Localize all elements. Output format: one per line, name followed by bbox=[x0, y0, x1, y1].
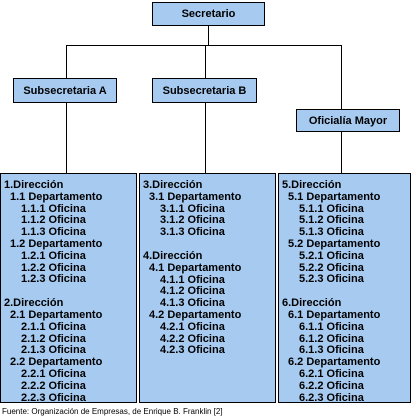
subsecretaria-a-node: Subsecretaria A bbox=[13, 78, 117, 103]
direccion-entry: 5.Dirección bbox=[282, 179, 342, 191]
oficina-entry: 2.1.3 Oficina bbox=[21, 344, 86, 357]
oficina-entry: 6.1.1 Oficina bbox=[299, 320, 364, 333]
departamento-entry: 1.2 Departamento bbox=[10, 237, 103, 250]
oficina-entry: 2.2.3 Oficina bbox=[21, 391, 86, 404]
oficina-entry: 4.2.3 Oficina bbox=[160, 344, 225, 357]
oficina-entry: 6.1.2 Oficina bbox=[299, 332, 364, 345]
departamento-entry: 2.2 Departamento bbox=[10, 356, 103, 369]
oficialia-mayor-node: Oficialía Mayor bbox=[296, 109, 400, 132]
departamento-entry: 4.2 Departamento bbox=[149, 308, 242, 321]
connector-to-oficialia-mayor bbox=[341, 45, 342, 109]
direccion-entry: 6.Dirección bbox=[282, 297, 342, 310]
connector-a-to-column bbox=[66, 103, 67, 173]
departamento-entry: 6.1 Departamento bbox=[288, 308, 381, 321]
oficina-entry: 4.2.2 Oficina bbox=[160, 332, 225, 345]
departamento-entry: 4.1 Departamento bbox=[149, 261, 242, 274]
oficina-entry: 1.1.1 Oficina bbox=[21, 202, 86, 215]
oficina-entry: 5.1.2 Oficina bbox=[299, 214, 364, 227]
oficina-entry: 1.1.2 Oficina bbox=[21, 214, 86, 227]
oficina-entry: 3.1.2 Oficina bbox=[160, 214, 225, 227]
connector-b-to-column bbox=[205, 103, 206, 173]
oficialia-mayor-label: Oficialía Mayor bbox=[308, 114, 388, 127]
oficina-entry: 5.1.3 Oficina bbox=[299, 226, 364, 239]
departamento-entry: 3.1 Departamento bbox=[149, 190, 242, 203]
secretario-label: Secretario bbox=[181, 8, 236, 20]
oficina-entry: 1.2.1 Oficina bbox=[21, 249, 86, 262]
subsecretaria-a-label: Subsecretaria A bbox=[23, 84, 107, 97]
oficina-entry: 6.2.3 Oficina bbox=[299, 391, 364, 404]
oficina-entry: 4.1.2 Oficina bbox=[160, 285, 225, 298]
oficina-entry: 4.1.3 Oficina bbox=[160, 297, 225, 310]
oficina-entry: 6.2.2 Oficina bbox=[299, 379, 364, 392]
oficina-entry: 5.2.3 Oficina bbox=[299, 273, 364, 286]
departamento-entry: 5.1 Departamento bbox=[288, 190, 381, 203]
oficina-entry: 3.1.3 Oficina bbox=[160, 226, 225, 239]
oficina-entry: 4.1.1 Oficina bbox=[160, 273, 225, 286]
subsecretaria-b-label: Subsecretaria B bbox=[162, 84, 247, 97]
connector-to-subsecretaria-a bbox=[66, 45, 67, 78]
source-footnote: Fuente: Organización de Empresas, de Enr… bbox=[2, 407, 223, 416]
oficina-entry: 5.2.1 Oficina bbox=[299, 249, 364, 262]
connector-oficialia-to-column bbox=[341, 132, 342, 173]
departamento-entry: 5.2 Departamento bbox=[288, 237, 381, 250]
oficina-entry: 3.1.1 Oficina bbox=[160, 202, 225, 215]
direccion-entry: 3.Dirección bbox=[143, 179, 203, 191]
direccion-entry: 1.Dirección bbox=[4, 179, 64, 191]
departamento-entry: 2.1 Departamento bbox=[10, 308, 103, 321]
departamento-entry: 6.2 Departamento bbox=[288, 356, 381, 369]
direccion-entry: 2.Dirección bbox=[4, 297, 64, 310]
oficina-entry: 1.2.3 Oficina bbox=[21, 273, 86, 286]
oficina-entry: 2.2.1 Oficina bbox=[21, 367, 86, 380]
subsecretaria-b-node: Subsecretaria B bbox=[152, 78, 257, 103]
oficina-entry: 2.2.2 Oficina bbox=[21, 379, 86, 392]
oficina-entry: 2.1.1 Oficina bbox=[21, 320, 86, 333]
connector-horizontal-bus bbox=[66, 45, 341, 46]
secretario-node: Secretario bbox=[152, 2, 265, 26]
oficina-entry: 5.1.1 Oficina bbox=[299, 202, 364, 215]
oficina-entry: 5.2.2 Oficina bbox=[299, 261, 364, 274]
connector-root-down bbox=[208, 26, 209, 45]
oficina-entry: 6.2.1 Oficina bbox=[299, 367, 364, 380]
oficina-entry: 6.1.3 Oficina bbox=[299, 344, 364, 357]
departamento-entry: 1.1 Departamento bbox=[10, 190, 103, 203]
direccion-entry: 4.Dirección bbox=[143, 249, 203, 262]
connector-to-subsecretaria-b bbox=[205, 45, 206, 78]
oficina-entry: 1.1.3 Oficina bbox=[21, 226, 86, 239]
oficina-entry: 1.2.2 Oficina bbox=[21, 261, 86, 274]
oficina-entry: 4.2.1 Oficina bbox=[160, 320, 225, 333]
oficina-entry: 2.1.2 Oficina bbox=[21, 332, 86, 345]
